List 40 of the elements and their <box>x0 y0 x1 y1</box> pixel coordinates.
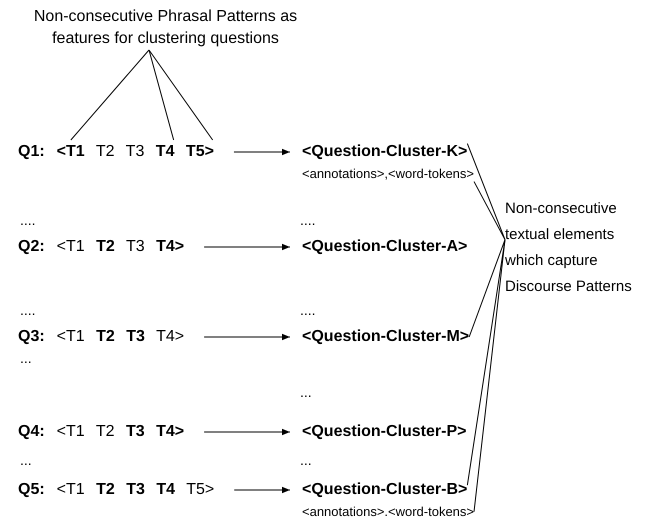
ellipsis-text: .... <box>300 212 316 228</box>
token-pattern: <T1 T2 T3 T4 T5> <box>56 142 215 162</box>
cluster-label: <Question-Cluster-K> <box>301 142 468 162</box>
question-label: Q1: <box>18 142 46 162</box>
question-label: Q3: <box>18 327 46 347</box>
leader-line <box>148 50 174 140</box>
arrow <box>204 334 290 340</box>
note-text: Non-consecutive Phrasal Patterns as features for clustering questions <box>32 7 298 49</box>
cluster-label: <Question-Cluster-P> <box>301 422 466 442</box>
leader-line <box>474 239 506 512</box>
arrow <box>234 486 290 494</box>
ellipsis-text: ... <box>20 452 32 468</box>
leader-line <box>468 239 506 338</box>
ellipsis-text: .... <box>20 212 36 228</box>
question-label: Q4: <box>18 422 46 442</box>
note-text: Non-consecutive textual elements which capture Discourse Patterns <box>505 199 633 297</box>
cluster-label: <Question-Cluster-B> <box>301 480 468 500</box>
ellipsis-text: ... <box>20 350 32 366</box>
arrow <box>233 148 290 156</box>
ellipsis-text: ... <box>300 384 312 400</box>
question-label: Q2: <box>18 237 46 257</box>
token-pattern: <T1 T2 T3 T4 T5> <box>56 480 216 500</box>
arrow <box>204 244 290 250</box>
cluster-label: <Question-Cluster-A> <box>301 237 468 257</box>
annotation-text: <annotations>,<word-tokens> <box>301 165 474 183</box>
token-pattern: <T1 T2 T3 T4> <box>56 422 186 442</box>
token-pattern: <T1 T2 T3 T4> <box>56 237 186 257</box>
leader-line <box>474 181 506 240</box>
question-label: Q5: <box>18 480 46 500</box>
ellipsis-text: .... <box>300 302 316 318</box>
annotation-text: <annotations>.<word-tokens> <box>301 503 474 521</box>
ellipsis-text: .... <box>20 302 36 318</box>
token-pattern: <T1 T2 T3 T4> <box>56 327 186 347</box>
cluster-label: <Question-Cluster-M> <box>301 327 470 347</box>
leader-line <box>466 143 506 240</box>
leader-line <box>70 50 150 140</box>
ellipsis-text: ... <box>300 452 312 468</box>
leader-line <box>466 239 506 486</box>
arrow <box>204 428 290 436</box>
leader-line <box>148 50 214 140</box>
